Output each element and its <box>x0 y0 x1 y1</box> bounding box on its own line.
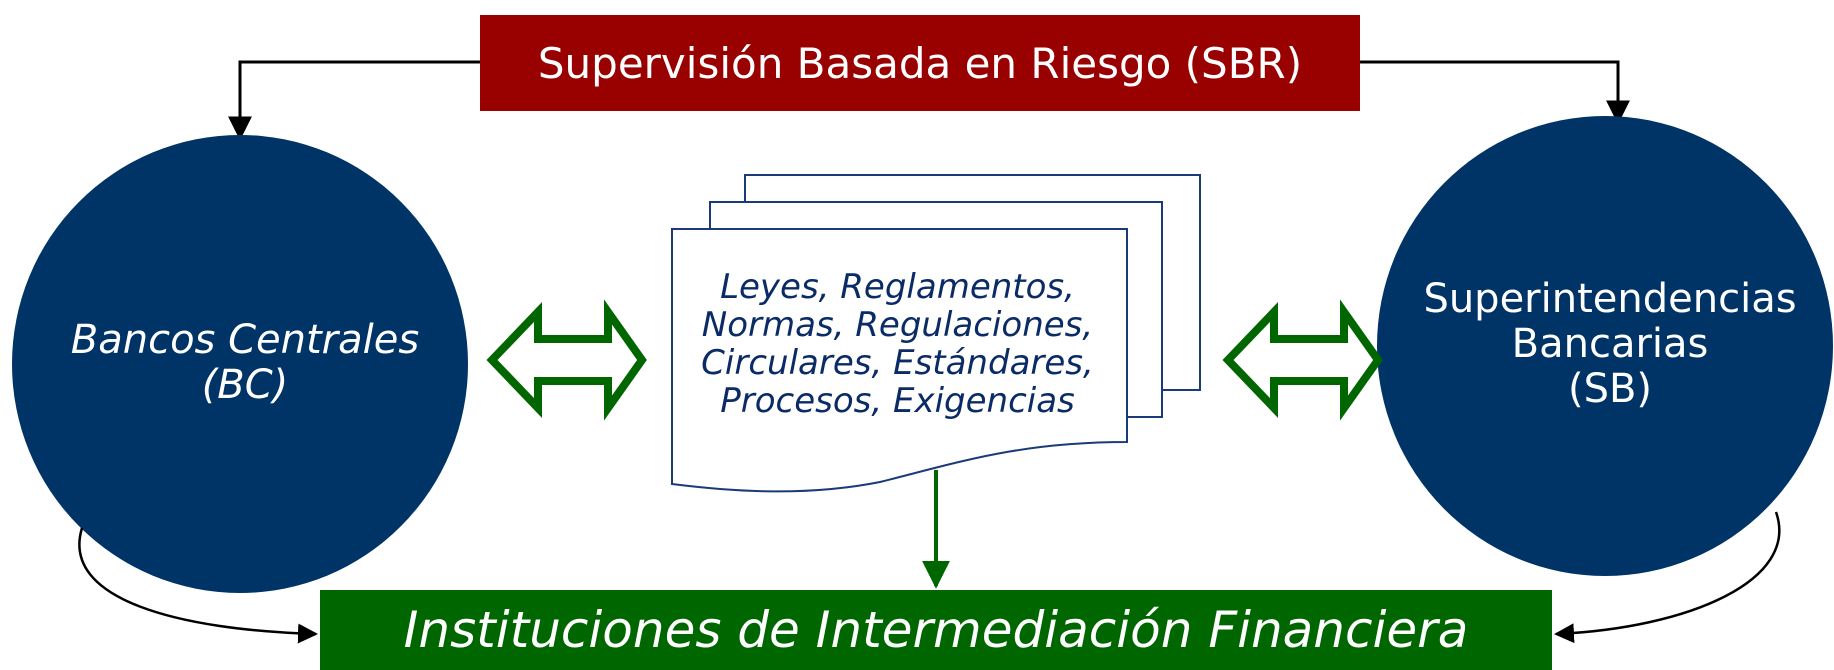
connector-left-to-target <box>78 527 318 644</box>
target-box: Instituciones de Intermediación Financie… <box>320 590 1552 670</box>
left-circle <box>12 135 468 593</box>
double-arrow-left <box>486 299 647 421</box>
documents-line: Normas, Regulaciones, <box>701 305 1094 346</box>
double-arrow-right <box>1222 299 1383 421</box>
connector-title-to-left <box>228 60 480 141</box>
documents-line: Leyes, Reglamentos, <box>720 267 1075 307</box>
documents-line: Procesos, Exigencias <box>720 381 1075 422</box>
right-node-line: Bancarias <box>1511 320 1709 367</box>
left-node-label: Bancos Centrales (BC) <box>25 318 465 408</box>
connector-title-to-right <box>1360 60 1630 125</box>
title-box: Supervisión Basada en Riesgo (SBR) <box>480 15 1360 111</box>
target-text: Instituciones de Intermediación Financie… <box>403 601 1469 659</box>
document-stack <box>671 174 1201 493</box>
document-sheet-front <box>671 228 1128 493</box>
right-node-label: Superintendencias Bancarias (SB) <box>1385 277 1834 411</box>
left-node-line: Bancos Centrales <box>70 317 420 363</box>
right-node-line: Superintendencias <box>1423 276 1797 322</box>
connector-right-to-target <box>1554 511 1781 644</box>
title-text: Supervisión Basada en Riesgo (SBR) <box>537 38 1303 88</box>
right-node-line: (SB) <box>1567 365 1653 412</box>
documents-label: Leyes, Reglamentos, Normas, Regulaciones… <box>665 268 1130 420</box>
left-node-line: (BC) <box>201 361 289 408</box>
documents-line: Circulares, Estándares, <box>701 343 1094 384</box>
right-circle <box>1377 116 1833 576</box>
